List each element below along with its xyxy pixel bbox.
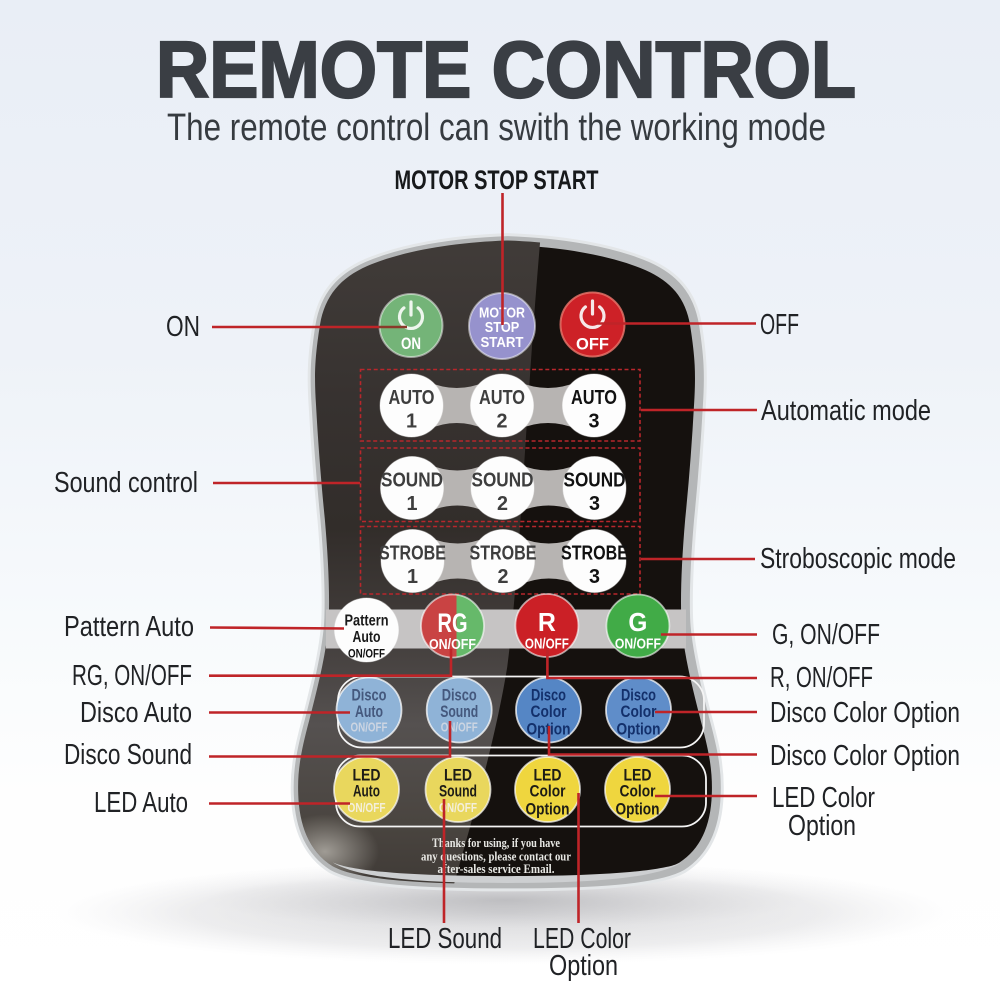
svg-text:SOUND: SOUND <box>564 470 626 492</box>
svg-text:Color: Color <box>531 702 567 721</box>
svg-text:Option: Option <box>549 950 618 982</box>
svg-text:ON/OFF: ON/OFF <box>429 637 476 653</box>
svg-text:ON: ON <box>401 334 421 353</box>
svg-text:ON/OFF: ON/OFF <box>439 800 477 815</box>
svg-text:ON/OFF: ON/OFF <box>348 800 386 815</box>
svg-text:LED: LED <box>444 766 472 785</box>
svg-text:ON/OFF: ON/OFF <box>348 649 385 661</box>
svg-text:after-sales service Email.: after-sales service Email. <box>438 861 555 876</box>
svg-text:LED Color: LED Color <box>533 923 631 955</box>
svg-text:STROBE: STROBE <box>470 543 537 565</box>
svg-text:Disco Color Option: Disco Color Option <box>770 740 960 772</box>
svg-text:Option: Option <box>526 800 570 819</box>
svg-text:ON/OFF: ON/OFF <box>351 720 388 735</box>
svg-text:REMOTE CONTROL: REMOTE CONTROL <box>156 25 856 114</box>
svg-text:Stroboscopic mode: Stroboscopic mode <box>760 543 956 575</box>
svg-text:Thanks for using, if you have: Thanks for using, if you have <box>432 835 560 850</box>
svg-text:LED Auto: LED Auto <box>94 787 188 819</box>
svg-text:START: START <box>481 334 524 351</box>
svg-text:Color: Color <box>621 702 657 721</box>
svg-text:Color: Color <box>530 782 566 801</box>
svg-text:Disco: Disco <box>442 686 477 705</box>
svg-text:ON/OFF: ON/OFF <box>441 720 478 735</box>
svg-text:Disco: Disco <box>352 686 387 705</box>
svg-text:Auto: Auto <box>353 629 381 646</box>
svg-text:Option: Option <box>616 800 660 819</box>
svg-text:3: 3 <box>589 411 600 433</box>
svg-text:Sound control: Sound control <box>54 467 198 499</box>
svg-text:OFF: OFF <box>576 335 609 354</box>
svg-text:STOP: STOP <box>485 319 520 336</box>
svg-text:The remote control can swith t: The remote control can swith the working… <box>167 107 826 149</box>
svg-text:AUTO: AUTO <box>389 387 435 409</box>
svg-text:SOUND: SOUND <box>381 470 443 492</box>
svg-text:1: 1 <box>407 566 418 588</box>
svg-text:ON: ON <box>166 311 200 343</box>
svg-text:SOUND: SOUND <box>472 470 534 492</box>
svg-text:STROBE: STROBE <box>379 543 446 565</box>
svg-text:Auto: Auto <box>355 702 383 721</box>
svg-text:R, ON/OFF: R, ON/OFF <box>770 662 873 694</box>
svg-text:LED: LED <box>624 766 652 785</box>
svg-text:2: 2 <box>497 493 508 515</box>
svg-text:Color: Color <box>620 782 656 801</box>
svg-text:RG, ON/OFF: RG, ON/OFF <box>72 660 192 692</box>
svg-text:LED: LED <box>353 766 381 785</box>
svg-text:ON/OFF: ON/OFF <box>525 637 569 653</box>
svg-text:Option: Option <box>788 810 856 842</box>
svg-text:OFF: OFF <box>760 309 799 341</box>
svg-text:Disco Color Option: Disco Color Option <box>770 697 960 729</box>
svg-text:LED Sound: LED Sound <box>388 923 502 955</box>
svg-text:Pattern Auto: Pattern Auto <box>64 611 194 643</box>
svg-text:2: 2 <box>497 411 508 433</box>
svg-text:any questions, please contact: any questions, please contact our <box>421 849 571 864</box>
svg-text:Option: Option <box>617 720 661 739</box>
svg-text:R: R <box>538 607 556 637</box>
svg-text:1: 1 <box>407 493 418 515</box>
svg-text:2: 2 <box>498 566 509 588</box>
svg-text:RG: RG <box>438 608 468 638</box>
svg-text:Pattern: Pattern <box>345 613 389 630</box>
svg-text:ON/OFF: ON/OFF <box>615 637 661 653</box>
svg-text:LED Color: LED Color <box>772 782 875 814</box>
svg-text:G, ON/OFF: G, ON/OFF <box>772 619 880 651</box>
svg-text:Auto: Auto <box>353 782 380 801</box>
svg-text:Disco: Disco <box>621 686 656 705</box>
svg-text:STROBE: STROBE <box>561 543 628 565</box>
svg-text:G: G <box>628 607 647 637</box>
svg-text:Sound: Sound <box>439 782 477 801</box>
svg-text:Disco: Disco <box>531 686 566 705</box>
svg-text:Automatic mode: Automatic mode <box>761 395 931 427</box>
svg-text:Sound: Sound <box>440 702 478 721</box>
svg-text:3: 3 <box>589 566 600 588</box>
svg-text:Disco Sound: Disco Sound <box>64 739 192 771</box>
svg-text:AUTO: AUTO <box>571 387 617 409</box>
svg-text:Disco Auto: Disco Auto <box>80 697 192 729</box>
svg-text:3: 3 <box>589 493 600 515</box>
svg-text:LED: LED <box>534 766 562 785</box>
svg-text:1: 1 <box>406 411 417 433</box>
svg-text:AUTO: AUTO <box>479 387 525 409</box>
svg-text:MOTOR STOP START: MOTOR STOP START <box>395 165 599 195</box>
